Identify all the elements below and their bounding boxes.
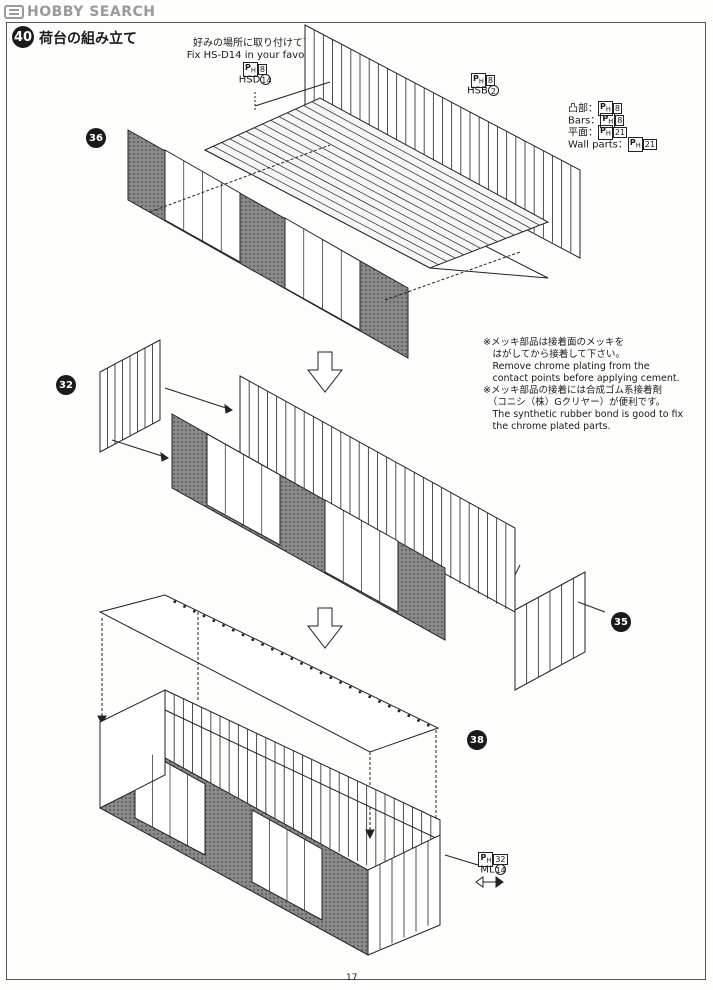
hsb-part-number: 2 xyxy=(487,85,499,96)
plating-notes: ※メッキ部品は接着面のメッキを はがしてから接着して下さい。 Remove ch… xyxy=(483,337,683,433)
ph-box: PH xyxy=(478,852,494,867)
ph-box: PH xyxy=(598,101,613,116)
ml-part-label: ML xyxy=(480,864,495,876)
hsd-part-ref: HSD14 xyxy=(230,74,280,87)
ph-box: PH xyxy=(600,113,616,128)
note-line: ※メッキ部品の接着には合成ゴム系接着剤 xyxy=(483,385,662,396)
left-arrow-icon xyxy=(475,876,484,888)
note-line: The synthetic rubber bond is good to fix xyxy=(483,409,684,420)
down-arrow-icon xyxy=(306,607,344,649)
ph-number: 21 xyxy=(642,138,657,150)
floor-top xyxy=(203,97,550,279)
note-line: the chrome plated parts. xyxy=(483,421,611,432)
legend-label: 凸部： xyxy=(568,103,598,115)
ph-number: 8 xyxy=(612,102,622,114)
top-note-jp: 好みの場所に取り付けて下さい。 xyxy=(193,38,343,49)
rear-door-35 xyxy=(514,571,586,691)
note-line: contact points before applying cement. xyxy=(483,373,680,384)
callout-36: 36 xyxy=(86,128,106,148)
page-number: 17 xyxy=(346,973,358,983)
legend-label: Bars： xyxy=(568,115,601,127)
side-wall-mid xyxy=(171,413,446,641)
note-line: Remove chrome plating from the xyxy=(483,361,650,372)
callout-35: 35 xyxy=(611,612,631,632)
ph-box: PH xyxy=(627,137,643,152)
back-wall-mid xyxy=(239,375,516,613)
watermark: HOBBY SEARCH xyxy=(4,3,155,21)
note-line: （コニシ（株）Gクリヤー）が便利です。 xyxy=(483,397,666,408)
ph-box: PH xyxy=(243,62,258,77)
note-line: ※メッキ部品は接着面のメッキを xyxy=(483,337,624,348)
ml-part-number: 14 xyxy=(494,864,506,875)
ph-box: PH xyxy=(598,125,613,140)
top-note-en: Fix HS-D14 in your favorite spot. xyxy=(186,50,350,61)
front-end-32 xyxy=(99,339,161,453)
legend-label: 平面： xyxy=(568,127,598,139)
note-line: はがしてから接着して下さい。 xyxy=(483,349,625,360)
ml-part-ref: ML14 xyxy=(468,864,518,877)
watermark-text: HOBBY SEARCH xyxy=(27,4,156,20)
hsd-part-label: HSD xyxy=(238,74,261,86)
ph-number: 8 xyxy=(615,114,625,126)
assembled-container xyxy=(99,689,441,956)
roof-panel-38 xyxy=(98,594,440,753)
hsb-part-label: HSB xyxy=(467,85,488,97)
hobby-search-logo-icon xyxy=(4,5,24,19)
right-arrow-icon xyxy=(495,876,504,888)
legend-label: Wall parts： xyxy=(568,139,628,151)
step-number: 40 xyxy=(12,26,34,48)
step-title: 荷台の組み立て xyxy=(39,31,137,47)
down-arrow-icon xyxy=(306,351,344,393)
ph-number: 21 xyxy=(612,126,628,138)
side-wall-36 xyxy=(127,129,409,359)
callout-32: 32 xyxy=(56,375,76,395)
callout-38: 38 xyxy=(467,730,487,750)
ph-box: PH xyxy=(471,73,486,88)
hsd-part-number: 14 xyxy=(260,74,272,85)
page-frame xyxy=(6,22,706,980)
